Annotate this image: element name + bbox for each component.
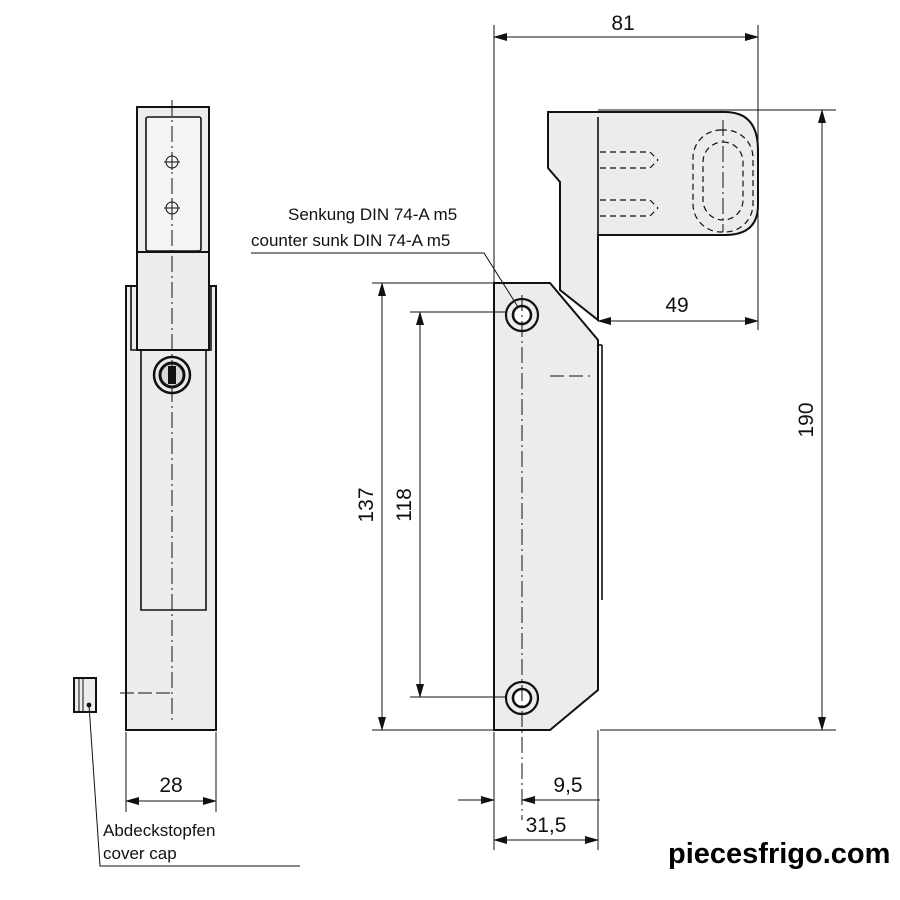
front-view-body bbox=[125, 285, 217, 731]
dim-overall-height: 190 bbox=[795, 402, 818, 437]
watermark: piecesfrigo.com bbox=[668, 838, 890, 870]
dim-arm-depth: 49 bbox=[665, 294, 688, 317]
dim-hole-spacing: 118 bbox=[393, 488, 416, 521]
dim-hole-offset: 9,5 bbox=[553, 774, 582, 797]
countersink-label-en: counter sunk DIN 74-A m5 bbox=[251, 231, 450, 250]
side-view-arm bbox=[547, 111, 759, 323]
side-view-body bbox=[493, 282, 599, 731]
dim-front-width: 28 bbox=[159, 774, 182, 797]
cover-cap-icon bbox=[73, 677, 97, 713]
side-view-hidden-bores bbox=[600, 129, 754, 233]
front-view-arm-slot bbox=[145, 116, 202, 252]
dim-mount-height: 137 bbox=[355, 487, 378, 522]
countersink-label-de: Senkung DIN 74-A m5 bbox=[288, 205, 457, 224]
front-view: Abdeckstopfen cover cap 28 bbox=[73, 100, 300, 867]
dim-overall-depth: 81 bbox=[611, 12, 634, 35]
dim-base-width: 31,5 bbox=[526, 814, 567, 837]
cover-cap-label-de: Abdeckstopfen bbox=[103, 821, 215, 840]
cover-cap-label-en: cover cap bbox=[103, 844, 177, 863]
side-view: Senkung DIN 74-A m5 counter sunk DIN 74-… bbox=[251, 12, 836, 850]
